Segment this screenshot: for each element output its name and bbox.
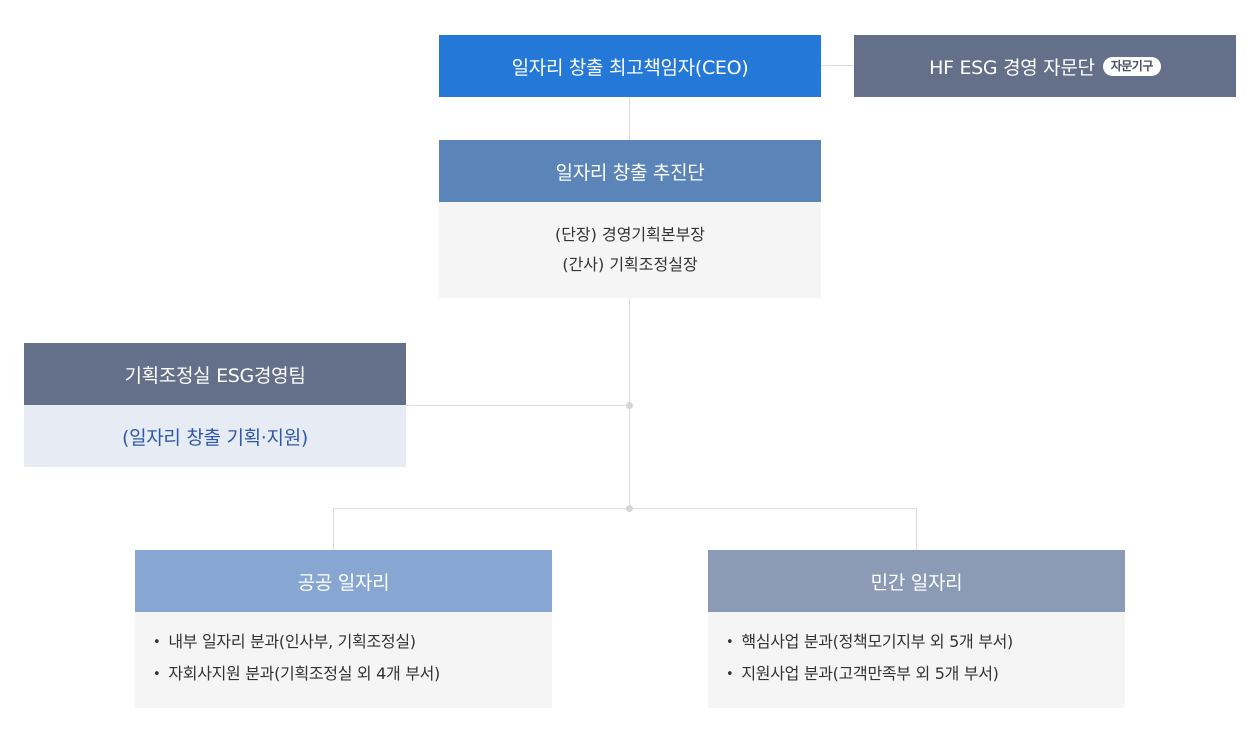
connector-branch-horizontal	[333, 508, 917, 509]
private-jobs-item: 핵심사업 분과(정책모기지부 외 5개 부서)	[726, 627, 1125, 659]
connector-ceo-taskforce	[629, 97, 630, 140]
private-jobs-title: 민간 일자리	[870, 571, 963, 594]
public-jobs-list: 내부 일자리 분과(인사부, 기획조정실) 자회사지원 분과(기획조정실 외 4…	[153, 627, 552, 691]
ceo-box: 일자리 창출 최고책임자(CEO)	[439, 35, 821, 97]
private-jobs-item: 지원사업 분과(고객만족부 외 5개 부서)	[726, 659, 1125, 691]
esg-team-title: 기획조정실 ESG경영팀	[124, 364, 306, 387]
public-jobs-header: 공공 일자리	[135, 550, 552, 612]
public-jobs-body: 내부 일자리 분과(인사부, 기획조정실) 자회사지원 분과(기획조정실 외 4…	[135, 612, 552, 708]
public-jobs-item: 내부 일자리 분과(인사부, 기획조정실)	[153, 627, 552, 659]
private-jobs-list: 핵심사업 분과(정책모기지부 외 5개 부서) 지원사업 분과(고객만족부 외 …	[726, 627, 1125, 691]
advisory-box: HF ESG 경영 자문단 자문기구	[854, 35, 1236, 97]
taskforce-header: 일자리 창출 추진단	[439, 140, 821, 202]
junction-dot-branch	[626, 505, 633, 512]
public-jobs-title: 공공 일자리	[297, 571, 390, 594]
esg-team-header: 기획조정실 ESG경영팀	[24, 343, 406, 405]
advisory-title: HF ESG 경영 자문단	[929, 56, 1095, 79]
connector-branch-public	[333, 508, 334, 550]
private-jobs-header: 민간 일자리	[708, 550, 1125, 612]
junction-dot-esg	[626, 402, 633, 409]
ceo-title: 일자리 창출 최고책임자(CEO)	[511, 56, 749, 79]
taskforce-body: (단장) 경영기획본부장 (간사) 기획조정실장	[439, 202, 821, 298]
connector-esg-team	[406, 405, 630, 406]
public-jobs-item: 자회사지원 분과(기획조정실 외 4개 부서)	[153, 659, 552, 691]
connector-branch-private	[916, 508, 917, 550]
esg-team-subtitle: (일자리 창출 기획·지원)	[121, 426, 309, 449]
connector-ceo-advisory	[821, 65, 854, 66]
taskforce-line-head: (단장) 경영기획본부장	[554, 225, 706, 244]
taskforce-title: 일자리 창출 추진단	[555, 161, 705, 184]
private-jobs-body: 핵심사업 분과(정책모기지부 외 5개 부서) 지원사업 분과(고객만족부 외 …	[708, 612, 1125, 708]
esg-team-sub: (일자리 창출 기획·지원)	[24, 405, 406, 467]
advisory-badge: 자문기구	[1102, 56, 1161, 76]
taskforce-line-secretary: (간사) 기획조정실장	[562, 255, 698, 274]
